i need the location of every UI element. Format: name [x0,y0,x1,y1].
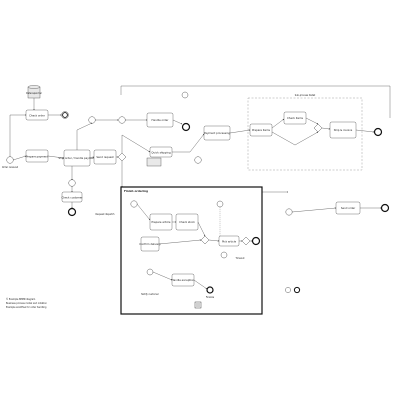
flow-line [121,134,151,153]
flow-line [193,279,208,290]
intermediate-event[interactable] [118,116,126,124]
task-check-order[interactable]: Check order [25,109,49,121]
flow-line [172,119,183,125]
task-label: Check order [29,114,46,118]
data-store: Datenspeicher [26,85,42,99]
task-label: Check stock [179,220,195,224]
task-send-order[interactable]: Send order [335,201,361,215]
flow-line [271,131,319,146]
flow-line [229,129,251,134]
flow-line [136,203,151,221]
data-store-label: Datenspeicher [26,92,42,95]
flow-line [47,155,65,159]
flow-line [355,129,375,133]
legend-end-event [293,286,301,294]
task-subproc-a[interactable]: Prepare article [149,213,173,231]
flow-line [291,207,337,213]
task-label: Confirm delivery [139,242,161,246]
task-label: Prepare payment [26,155,48,159]
end-event[interactable] [373,127,383,137]
flow-line [208,239,220,242]
intermediate-event[interactable] [68,179,76,187]
exclusive-gateway[interactable] [117,152,127,162]
pool-frame [120,186,263,315]
flow-line [172,133,205,153]
task-label: Send request [96,155,113,159]
event-label: Timeout [236,257,245,260]
end-event[interactable] [380,203,390,213]
task-prepare-items[interactable]: Prepare items [249,123,273,137]
task-label: Payment processing [204,131,231,135]
loop-marker [194,301,202,309]
task-label: Pick article [222,240,237,244]
task-label: Prepare items [252,128,271,132]
task-label: Quick shipping [151,151,171,155]
legend-event [285,287,291,293]
timer-event[interactable] [88,116,96,124]
start-event[interactable] [146,268,154,276]
start-event-label: Order received [2,166,19,169]
pool-title: Finish ordering [124,189,148,193]
task-label: Handle order [152,118,170,122]
parallel-gateway[interactable] [313,123,323,133]
end-event[interactable] [67,207,77,217]
task-subproc-c[interactable]: Pick article [218,235,240,247]
task-handle-order[interactable]: Handle order [146,112,174,128]
flow-line [76,122,93,150]
start-event[interactable] [130,200,138,208]
footer-line: Business process model and notation [6,302,47,305]
flow-line [158,239,202,245]
flow-line [9,114,27,157]
gateway[interactable] [200,235,210,245]
intermediate-event[interactable] [220,251,228,259]
flow-line [197,221,206,237]
gateway[interactable] [241,236,251,246]
end-event[interactable] [206,286,214,294]
task-subproc-d[interactable]: Confirm delivery [139,236,161,252]
intermediate-event[interactable] [194,156,202,164]
footer-line: © Example BPMN diagram [6,298,35,301]
top-flow-line [120,85,391,118]
data-store [146,157,162,167]
task-label: Handle exception [172,278,195,282]
end-event-ring [62,112,68,118]
start-event[interactable] [6,156,14,164]
task-order-shipping[interactable]: Ship order / handle payment [58,149,96,167]
footer-line: Example workflow for order handling [6,306,47,309]
task-subproc-e[interactable]: Handle exception [172,273,195,287]
task-payment-processing[interactable]: Payment processing [203,125,231,141]
subprocess-title: Sub-process Detail [295,94,316,97]
flow-line [271,118,285,129]
event-label: Notify customer [141,293,159,296]
flow-line [152,271,173,281]
task-label: Send order [341,206,356,210]
flow-line [321,127,331,130]
flow-line [305,117,319,125]
subprocess-frame [247,97,363,171]
task-label: Ship & invoice [334,128,353,132]
task-label: Check items [287,116,304,120]
task-label: Ship order / handle payment [58,156,95,160]
flow-line [12,155,27,161]
task-subproc-b[interactable]: Check stock [175,213,199,231]
intermediate-event[interactable] [285,208,293,216]
task-check-customer[interactable]: Check customer [61,191,83,203]
task-label: Check customer [61,196,83,200]
task-prepare-payment[interactable]: Prepare payment [25,149,49,163]
task-send-request[interactable]: Send request [93,149,117,165]
event-icon [181,91,189,99]
annotation: Request dispatch [96,213,116,216]
task-label: Prepare article [152,220,171,224]
task-ship-invoice[interactable]: Ship & invoice [329,121,357,139]
task-check-items[interactable]: Check items [283,111,307,125]
end-event[interactable] [251,236,261,246]
event-label: Finalize [206,296,215,299]
flow-line [89,156,95,159]
intermediate-event[interactable] [216,200,224,208]
end-event[interactable] [181,122,191,132]
task-quick-ship[interactable]: Quick shipping [149,146,173,158]
